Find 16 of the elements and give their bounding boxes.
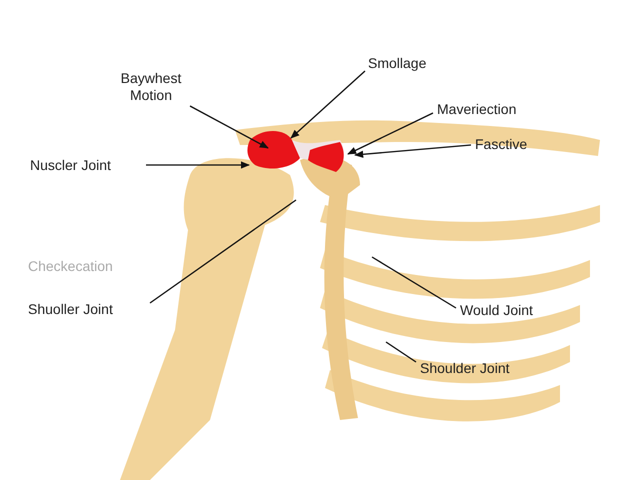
part-label: Checkecation bbox=[28, 258, 113, 275]
callout-label: Baywhest Motion bbox=[108, 70, 194, 104]
leader-line bbox=[290, 70, 366, 139]
callout-label: Shuoller Joint bbox=[28, 301, 113, 318]
callout-label: Fasctive bbox=[475, 136, 528, 153]
callout-label: Would Joint bbox=[460, 302, 533, 319]
callout-label: Maveriection bbox=[437, 101, 516, 118]
leader-line bbox=[190, 105, 269, 149]
callout-label: Smollage bbox=[368, 55, 426, 72]
callout-label: Nuscler Joint bbox=[30, 157, 111, 174]
leader-line bbox=[146, 161, 250, 169]
leader-line bbox=[372, 256, 456, 309]
leader-line bbox=[150, 199, 296, 304]
leader-line bbox=[354, 144, 472, 158]
callout-label: Shoulder Joint bbox=[420, 360, 510, 377]
leader-line bbox=[347, 112, 434, 155]
